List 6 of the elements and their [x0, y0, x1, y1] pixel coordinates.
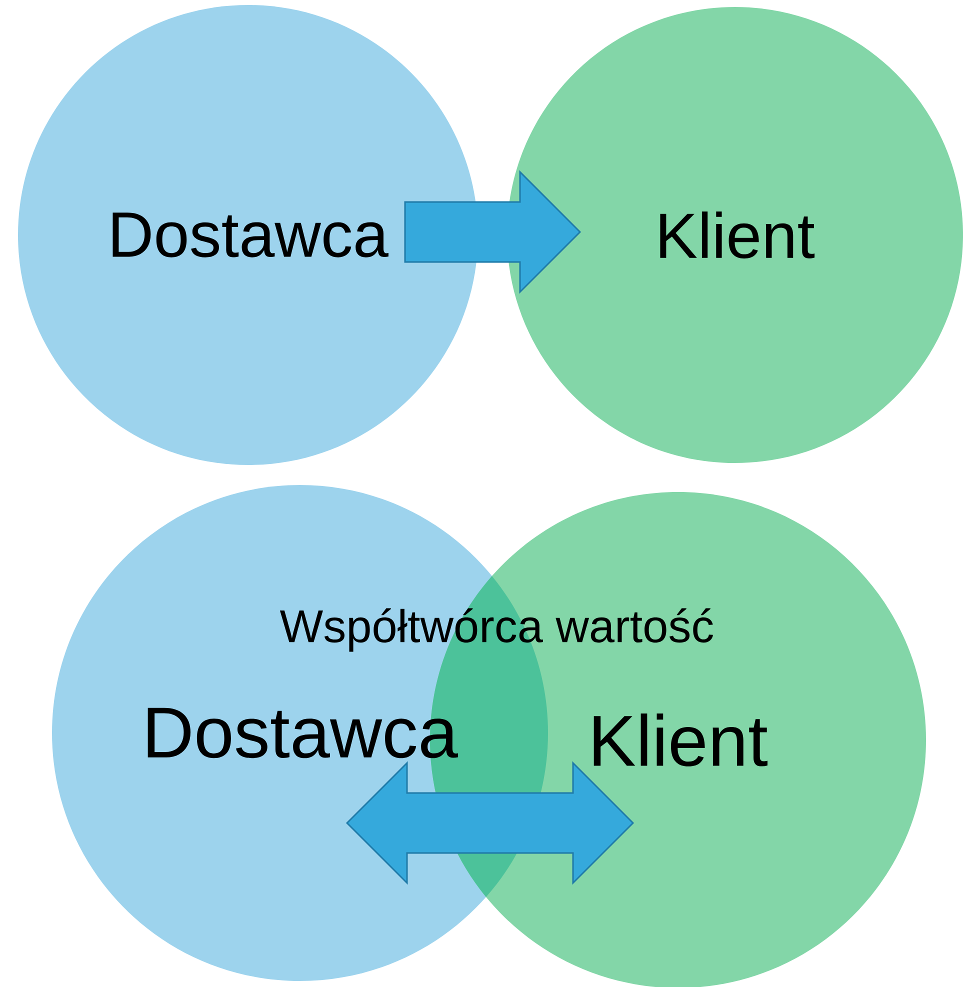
circle-label: Dostawca [148, 708, 458, 758]
label: Współtwórca wartość [280, 608, 713, 652]
circle-label: Klient [660, 212, 815, 258]
block-arrow [404, 170, 582, 294]
circle-label: Klient [594, 714, 768, 766]
circle-label: Dostawca [112, 212, 388, 258]
